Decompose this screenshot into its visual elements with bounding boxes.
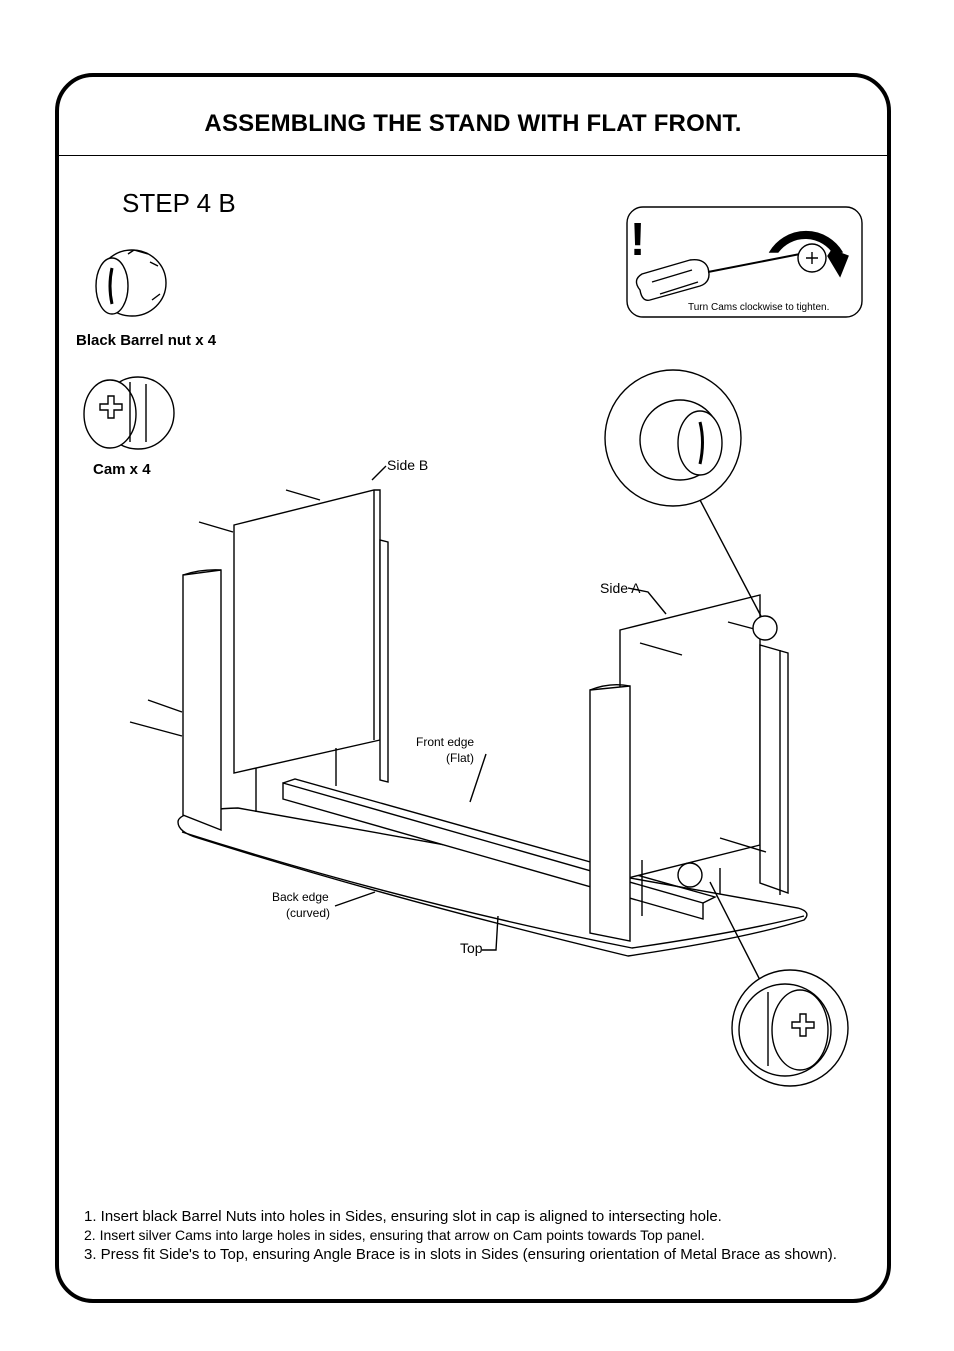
front-edge-label: Front edge [416,735,475,749]
caution-mark: ! [630,213,646,265]
front-edge-flat-label: (Flat) [446,751,474,765]
barrel-nut-label: Black Barrel nut x 4 [76,332,217,349]
tip-caption: Turn Cams clockwise to tighten. [688,302,830,313]
cam-zoom-icon [738,983,832,1077]
instructions: 1. Insert black Barrel Nuts into holes i… [84,1207,884,1264]
rotate-clockwise-icon [768,231,849,278]
barrel-nut-icon [95,249,167,317]
top-label: Top [460,940,483,956]
instruction-2: 2. Insert silver Cams into large holes i… [84,1227,705,1243]
barrel-nut-zoom-icon [639,399,723,481]
side-b-label: Side B [387,457,429,473]
instruction-1: 1. Insert black Barrel Nuts into holes i… [84,1208,722,1225]
cam-icon [83,376,175,450]
side-a-label: Side A [600,580,641,596]
step-label: STEP 4 B [122,188,236,218]
instruction-3: 3. Press fit Side's to Top, ensuring Ang… [84,1246,837,1263]
page-title: ASSEMBLING THE STAND WITH FLAT FRONT. [204,110,742,137]
title-divider [59,155,887,156]
back-edge-curved-label: (curved) [286,906,331,920]
screwdriver-icon [635,253,801,301]
cam-label: Cam x 4 [93,461,151,478]
page-frame [55,73,891,1303]
back-edge-label: Back edge [272,890,329,904]
